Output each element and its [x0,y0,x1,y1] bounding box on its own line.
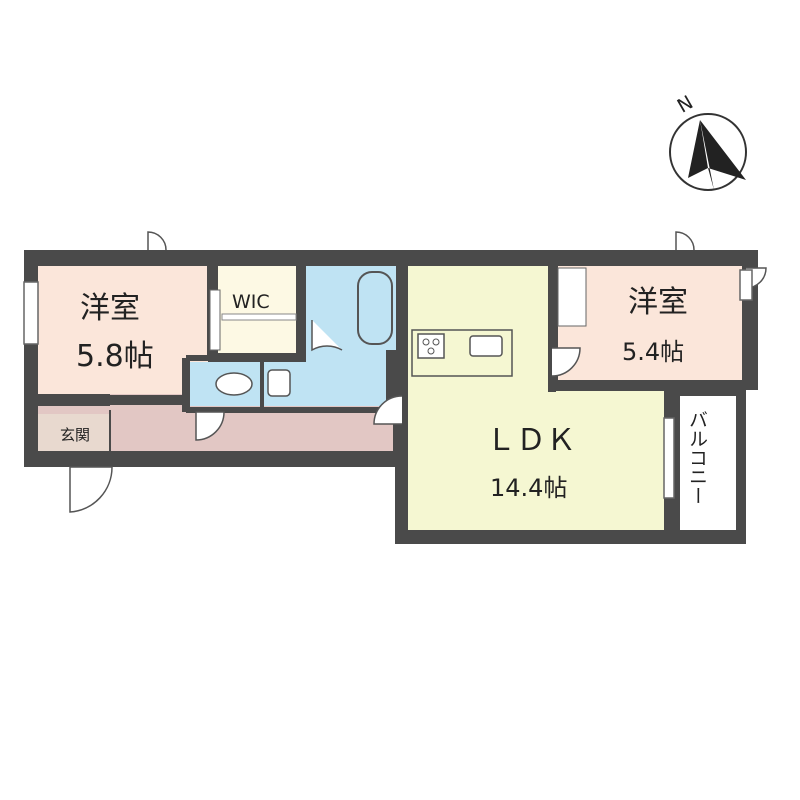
entrance-label: 玄関 [60,426,90,444]
window-balcony-ldk [663,417,675,499]
door-bedroom-east [551,347,581,377]
bedroom-east [558,266,742,380]
bedroom-west-size: 5.8帖 [76,339,154,374]
walk-in-closet [218,266,296,354]
closet-east [557,267,587,327]
door-top-east [675,231,695,251]
north-arrow-tail-icon [688,120,708,178]
bathtub-icon [357,271,393,345]
bedroom-east-size: 5.4帖 [622,338,684,366]
ldk-name: ＬＤＫ [486,423,576,458]
north-arrow-icon [700,120,746,190]
kitchen [411,329,513,377]
windows [23,269,753,499]
wash-basin-icon [267,369,291,397]
ldk-size: 14.4帖 [490,474,567,502]
door-washroom [195,411,225,441]
window-west [23,281,39,345]
doors [69,231,767,513]
closet-west [209,289,221,351]
burner-icon [432,338,440,346]
wic-shelf [221,313,297,321]
burner-icon [422,338,430,346]
door-top-west [147,231,167,251]
burner-icon [427,347,435,355]
door-entrance [69,466,113,513]
bedroom-east-name: 洋室 [628,285,688,320]
door-ldk [373,395,403,425]
balcony [680,396,736,530]
sink-icon [469,335,503,357]
door-bath [311,320,343,352]
compass-label: N [674,91,697,117]
window-east [739,269,753,301]
wic-label: WIC [232,291,270,313]
washroom-upper [306,350,386,364]
toilet-icon [215,372,253,396]
bedroom-west [38,266,208,394]
entrance [38,414,110,451]
compass: N [669,91,747,191]
bedroom-west-name: 洋室 [80,291,140,326]
balcony-label: バルコニー [686,410,708,505]
